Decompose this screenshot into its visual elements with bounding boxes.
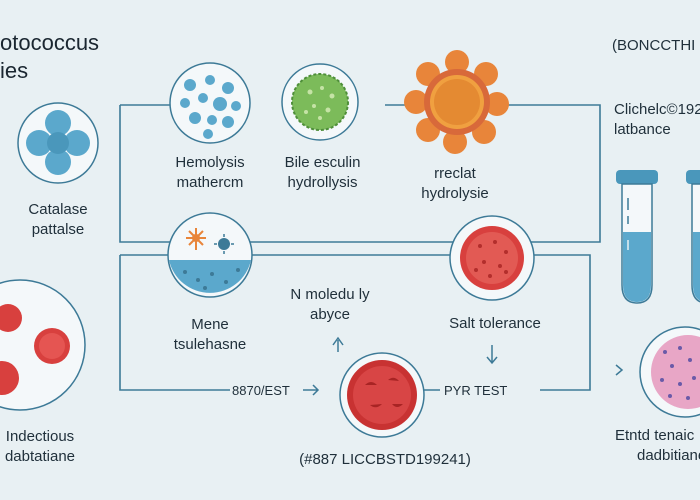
arrow-up-icon [332, 336, 344, 352]
blue-cell-cluster-icon [17, 102, 99, 184]
pink-cell-icon [639, 326, 700, 418]
test-tube-icon [616, 170, 658, 304]
petri-dish-icon [167, 212, 253, 298]
infectious-label: Indectious dabtatiane [4, 428, 76, 465]
green-cell-icon [281, 63, 359, 141]
hemolysis-label: Hemolysis mathercm [175, 154, 245, 191]
blue-dots-petri-icon [169, 62, 251, 144]
red-petri-icon [449, 215, 535, 301]
bile-esculin-label: Bile esculin hydrollysis [284, 154, 361, 191]
bottom-code-label: (#887 LICCBSTD199241) [299, 451, 471, 468]
catalase-label: Catalase pattalse [28, 201, 88, 238]
top-right-label: (BONCCTHI [612, 37, 696, 54]
orange-spiky-cell-icon [404, 50, 509, 154]
test-8870-label: 8870/EST [232, 383, 290, 398]
chevron-right-icon [615, 364, 624, 376]
red-cells-icon [0, 279, 86, 411]
pyr-test-label: PYR TEST [444, 383, 508, 398]
red-blood-cell-icon [339, 352, 425, 438]
arrow-down-icon [486, 345, 498, 365]
molecule-label: N moledu ly abyce [290, 286, 370, 323]
page-title: otococcus [0, 30, 100, 55]
test-tube-icon [686, 170, 700, 303]
rreclat-label: rreclat hydrolysie [421, 165, 489, 202]
page-subtitle: ies [0, 58, 29, 83]
mene-label: Mene tsulehasne [173, 316, 247, 353]
arrow-right-icon [303, 384, 320, 396]
salt-tolerance-label: Salt tolerance [449, 315, 541, 332]
etntd-label: Etntd tenaic dadbitiane [615, 427, 700, 464]
chlorine-label: Clichelc©192 latbance [614, 101, 700, 138]
